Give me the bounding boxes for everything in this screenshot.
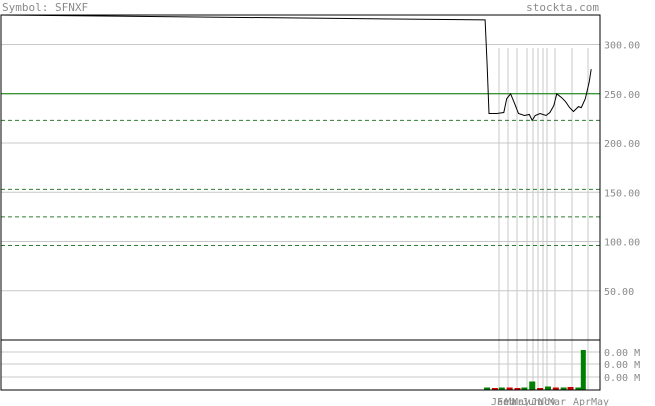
month-label: May [512, 397, 530, 406]
price-tick-label: 50.00 [604, 287, 634, 298]
volume-bar [506, 387, 513, 390]
volume-tick-label: 0.00 M [604, 348, 640, 359]
month-label: Nov [538, 397, 556, 406]
month-label: Jun [522, 397, 540, 406]
volume-bar [552, 387, 559, 390]
month-label: Jan [491, 397, 509, 406]
volume-bar [567, 387, 574, 390]
volume-bar [537, 388, 544, 390]
month-label: Mar [505, 397, 523, 406]
volume-frame [0, 339, 601, 391]
price-tick-label: 250.00 [604, 90, 640, 101]
symbol-label: Symbol: SFNXF [2, 1, 88, 14]
month-label: Feb [497, 397, 515, 406]
month-label: May [591, 397, 609, 406]
volume-panel: 0.00 M0.00 M0.00 M [0, 339, 640, 391]
volume-bar [491, 388, 498, 390]
volume-bar [484, 387, 491, 390]
price-tick-label: 300.00 [604, 41, 640, 52]
price-tick-label: 100.00 [604, 238, 640, 249]
price-line [0, 14, 592, 122]
volume-bar [529, 381, 536, 390]
volume-tick-label: 0.00 M [604, 360, 640, 371]
volume-bar [575, 387, 582, 390]
volume-bar [498, 387, 505, 390]
volume-bar [514, 388, 521, 390]
price-tick-label: 200.00 [604, 139, 640, 150]
price-panel: 300.00 250.00 200.00 150.00 100.00 50.00 [0, 14, 640, 341]
volume-bar [580, 350, 586, 390]
month-label: Jul [531, 397, 549, 406]
month-label: Mar [548, 397, 566, 406]
price-tick-label: 150.00 [604, 188, 640, 199]
month-label: Apr [573, 397, 591, 406]
volume-bar [521, 387, 528, 390]
volume-bar [544, 386, 551, 390]
site-label: stockta.com [526, 1, 599, 14]
volume-bar [560, 387, 567, 390]
volume-tick-label: 0.00 M [604, 373, 640, 384]
